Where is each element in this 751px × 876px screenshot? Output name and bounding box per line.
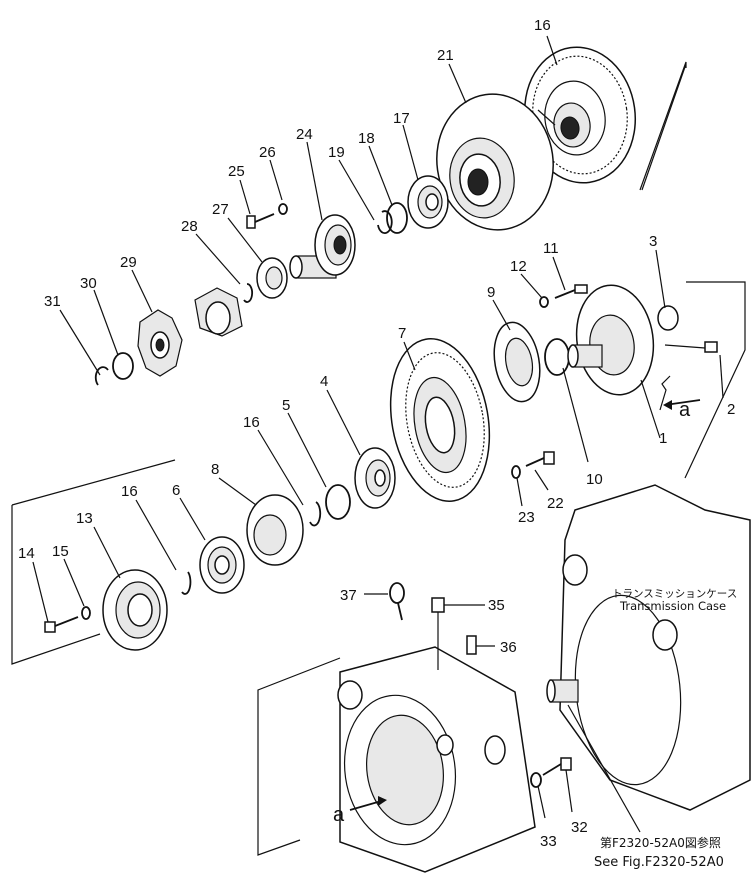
part-29-hub (194, 287, 243, 337)
part-37-eye-bolt (389, 582, 405, 621)
callout-19: 18 (358, 130, 375, 147)
callout-2: 2 (727, 401, 735, 418)
part-9-plate (493, 321, 541, 403)
part-3-seal (657, 305, 679, 331)
case-label-en: Transmission Case (619, 599, 726, 613)
callout-3: 3 (649, 233, 657, 250)
part-18-bearing (407, 175, 449, 229)
callout-25: 25 (228, 163, 245, 180)
callout-22: 22 (547, 495, 564, 512)
part-21-torque-converter (436, 93, 554, 231)
callout-9: 9 (487, 284, 495, 301)
part-4-bearing (354, 447, 396, 509)
callout-27: 27 (212, 201, 229, 218)
transmission-case (546, 484, 751, 833)
part-25-bolt (246, 213, 275, 229)
part-16-snap-ring-lower (181, 571, 192, 595)
reference-note-jp: 第F2320-52A0図参照 (600, 835, 721, 850)
part-13-gear (102, 569, 168, 651)
callout-10: 10 (586, 471, 603, 488)
callout-7: 7 (398, 325, 406, 342)
callout-16-lower: 16 (121, 483, 138, 500)
callout-1: 1 (659, 430, 667, 447)
callout-20: 19 (328, 144, 345, 161)
part-17-ring-gear (523, 46, 637, 184)
callout-33: 33 (540, 833, 557, 850)
callout-30: 30 (80, 275, 97, 292)
callout-31: 31 (44, 293, 61, 310)
arrow-a-lower (349, 796, 387, 811)
part-27-bearing (256, 257, 288, 299)
callout-23: 23 (518, 509, 535, 526)
callout-17: 16 (534, 17, 551, 34)
part-10-o-ring (544, 338, 570, 376)
callout-5: 5 (282, 397, 290, 414)
part-2-plug (664, 341, 718, 353)
part-8-carrier (246, 494, 304, 566)
case-label-jp: トランスミッションケース (612, 588, 737, 600)
callout-32: 32 (571, 819, 588, 836)
part-30-ring (112, 352, 134, 380)
transmission-housing (337, 646, 536, 873)
part-6-gear (199, 536, 245, 594)
callout-a-lower: a (333, 804, 345, 826)
callout-11: 11 (543, 240, 559, 257)
callout-16: 16 (243, 414, 260, 431)
callout-36: 36 (500, 639, 517, 656)
part-19-snap-ring (386, 202, 408, 234)
callout-29: 29 (120, 254, 137, 271)
part-29-flange (137, 309, 183, 377)
part-22-bolt (525, 451, 555, 467)
callout-labels: 16 21 17 18 19 24 26 25 27 28 29 30 31 1… (18, 17, 735, 850)
callout-21: 21 (437, 47, 454, 64)
callout-37: 37 (340, 587, 357, 604)
reference-note-en: See Fig.F2320-52A0 (594, 855, 724, 870)
callout-18: 17 (393, 110, 410, 127)
callout-6: 6 (172, 482, 180, 499)
callout-8: 8 (211, 461, 219, 478)
callout-13: 13 (76, 510, 93, 527)
callout-a-right: a (679, 399, 691, 421)
part-31-snap-ring (94, 366, 109, 386)
leader-lines (32, 35, 724, 819)
callout-26: 26 (259, 144, 276, 161)
callout-24: 24 (296, 126, 313, 143)
callout-4: 4 (320, 373, 328, 390)
part-15-washer (81, 606, 91, 620)
part-5-ring (325, 484, 351, 520)
part-14-bolt (44, 616, 79, 633)
arrow-a-right (659, 375, 701, 411)
part-16-snap-ring (309, 501, 322, 527)
part-20-snap-ring (377, 210, 393, 234)
part-24-gear-shaft (289, 214, 356, 279)
part-26-washer (278, 203, 288, 215)
callout-14: 14 (18, 545, 35, 562)
part-33-washer (530, 772, 542, 788)
part-36-fitting (466, 635, 477, 655)
callout-15: 15 (52, 543, 69, 560)
part-12-washer (539, 296, 549, 308)
callout-35: 35 (488, 597, 505, 614)
part-23-washer (511, 465, 521, 479)
part-1-pump-housing (567, 284, 655, 396)
part-7-clutch-gear (389, 338, 491, 502)
callout-12: 12 (510, 258, 527, 275)
part-11-bolt (554, 284, 588, 299)
assembly-bracket-lines (11, 61, 746, 856)
callout-28: 28 (181, 218, 198, 235)
part-28-snap-ring (243, 283, 254, 303)
